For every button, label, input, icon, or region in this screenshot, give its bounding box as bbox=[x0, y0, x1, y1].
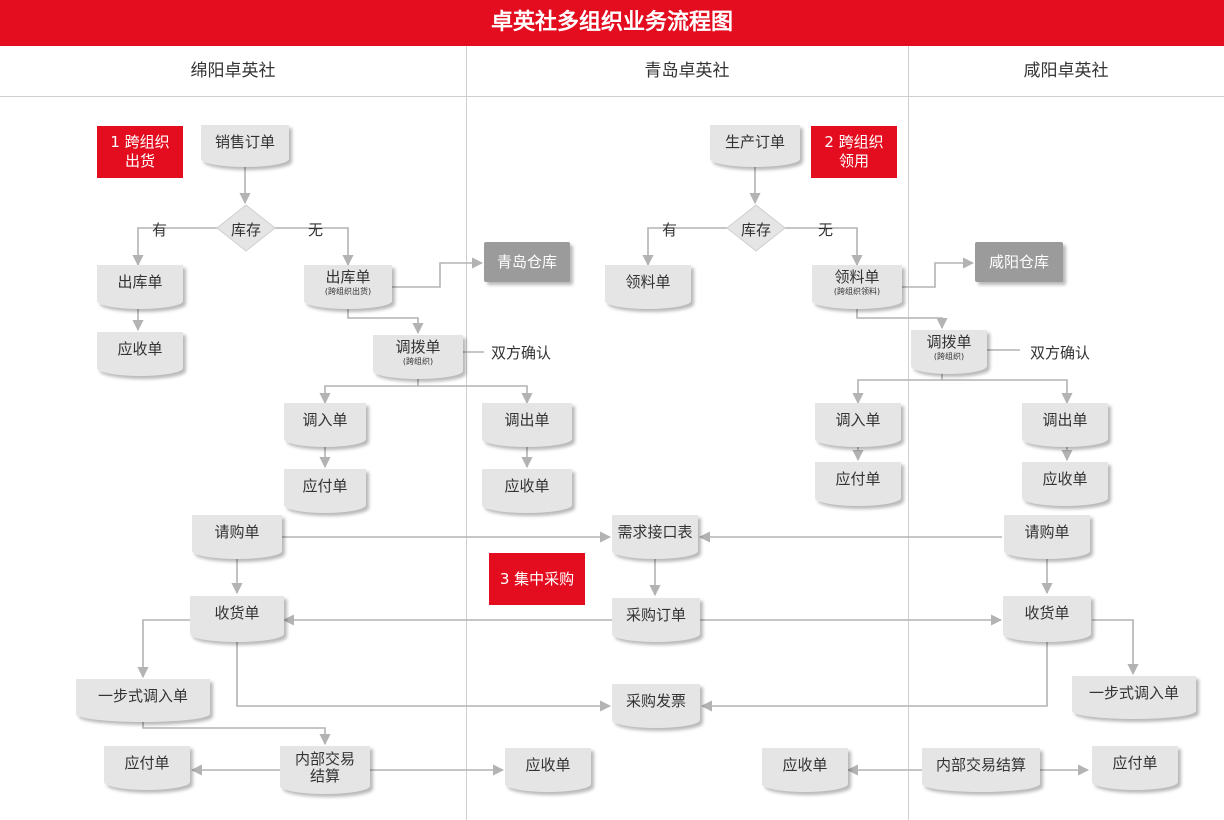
tag-number: 2 跨组织 bbox=[824, 133, 884, 152]
receivable-doc: 应收单 bbox=[762, 748, 848, 792]
branch-none-label: 无 bbox=[308, 221, 324, 239]
receivable-doc: 应收单 bbox=[482, 469, 572, 513]
transfer-in-doc: 调入单 bbox=[815, 403, 901, 447]
receipt-doc: 收货单 bbox=[1003, 596, 1091, 642]
connector bbox=[418, 385, 533, 405]
purchase-invoice-doc: 采购发票 bbox=[612, 684, 700, 728]
receivable-doc: 应收单 bbox=[505, 748, 591, 792]
connector bbox=[902, 257, 975, 288]
purchase-request-doc: 请购单 bbox=[1004, 515, 1090, 559]
outbound-doc: 出库单 bbox=[97, 265, 183, 309]
one-step-transfer-in-doc: 一步式调入单 bbox=[76, 679, 210, 722]
connector bbox=[142, 720, 331, 746]
internal-settlement-doc: 内部交易结算 bbox=[922, 748, 1040, 792]
receipt-doc: 收货单 bbox=[190, 596, 284, 642]
lane-divider-2 bbox=[908, 46, 909, 820]
connector bbox=[274, 227, 354, 267]
connector bbox=[347, 309, 424, 335]
connector bbox=[784, 227, 863, 267]
one-step-transfer-in-doc: 一步式调入单 bbox=[1072, 676, 1196, 719]
doc-title: 调拨单 bbox=[395, 338, 441, 356]
lane-header-xianyang: 咸阳卓英社 bbox=[1023, 61, 1109, 81]
tag-text: 出货 bbox=[124, 152, 155, 170]
connector bbox=[942, 379, 1073, 405]
stock-decision-label: 库存 bbox=[740, 221, 771, 239]
tag-number: 1 跨组织 bbox=[110, 133, 170, 152]
both-confirm-label: 双方确认 bbox=[1030, 344, 1091, 362]
purchase-order-doc: 采购订单 bbox=[612, 598, 700, 642]
payable-doc: 应付单 bbox=[1092, 746, 1178, 790]
doc-title: 出库单 bbox=[325, 268, 371, 286]
payable-doc: 应付单 bbox=[284, 469, 366, 513]
tag-central-purchase: 3 集中采购 bbox=[489, 553, 585, 605]
doc-title: 领料单 bbox=[834, 268, 880, 286]
connector bbox=[137, 619, 190, 679]
doc-subtitle: (跨组织) bbox=[933, 351, 965, 361]
branch-has-label: 有 bbox=[662, 221, 678, 239]
material-request-doc: 领料单 bbox=[605, 265, 691, 309]
transfer-in-doc: 调入单 bbox=[284, 403, 366, 447]
doc-title: 内部交易 bbox=[294, 750, 355, 768]
internal-settlement-doc: 内部交易 结算 bbox=[280, 746, 370, 794]
connector bbox=[236, 640, 612, 712]
branch-has-label: 有 bbox=[152, 221, 168, 239]
production-order-doc: 生产订单 bbox=[710, 125, 800, 167]
stock-decision-diamond bbox=[216, 204, 276, 252]
connector bbox=[642, 227, 728, 267]
lane-header-mianyang: 绵阳卓英社 bbox=[190, 61, 276, 81]
transfer-doc: 调拨单 (跨组织) bbox=[373, 335, 463, 379]
connector bbox=[700, 640, 1048, 712]
xianyang-warehouse: 咸阳仓库 bbox=[975, 242, 1063, 282]
receivable-doc: 应收单 bbox=[97, 332, 183, 376]
tag-text: 领用 bbox=[838, 152, 869, 170]
transfer-out-doc: 调出单 bbox=[1022, 403, 1108, 447]
qingdao-warehouse: 青岛仓库 bbox=[484, 242, 570, 282]
connector bbox=[852, 372, 943, 405]
payable-doc: 应付单 bbox=[104, 746, 190, 790]
tag-cross-org-use: 2 跨组织领用 bbox=[811, 126, 897, 178]
payable-doc: 应付单 bbox=[815, 462, 901, 506]
connector bbox=[856, 309, 948, 330]
branch-none-label: 无 bbox=[818, 221, 834, 239]
cross-org-outbound-doc: 出库单 (跨组织出货) bbox=[304, 265, 392, 309]
cross-org-material-request-doc: 领料单 (跨组织领料) bbox=[812, 265, 902, 309]
lane-divider-1 bbox=[466, 46, 467, 820]
stock-decision-diamond bbox=[726, 204, 786, 252]
diagram-title: 卓英社多组织业务流程图 bbox=[0, 0, 1224, 46]
purchase-request-doc: 请购单 bbox=[192, 515, 282, 559]
doc-title-line2: 结算 bbox=[309, 766, 340, 785]
connector bbox=[319, 377, 419, 405]
transfer-doc: 调拨单 (跨组织) bbox=[911, 330, 987, 374]
sales-order-doc: 销售订单 bbox=[201, 125, 289, 167]
connector bbox=[132, 227, 218, 267]
connector bbox=[392, 257, 484, 288]
demand-interface-doc: 需求接口表 bbox=[612, 515, 698, 559]
both-confirm-label: 双方确认 bbox=[491, 344, 552, 362]
doc-subtitle: (跨组织) bbox=[402, 356, 434, 366]
doc-title: 调拨单 bbox=[926, 333, 972, 351]
transfer-out-doc: 调出单 bbox=[482, 403, 572, 447]
connector bbox=[1092, 619, 1139, 676]
stock-decision-label: 库存 bbox=[230, 221, 261, 239]
doc-subtitle: (跨组织领料) bbox=[833, 286, 881, 296]
receivable-doc: 应收单 bbox=[1022, 462, 1108, 506]
header-separator bbox=[0, 96, 1224, 97]
tag-cross-org-ship: 1 跨组织出货 bbox=[97, 126, 183, 178]
doc-subtitle: (跨组织出货) bbox=[324, 286, 372, 296]
lane-header-qingdao: 青岛卓英社 bbox=[644, 61, 730, 81]
